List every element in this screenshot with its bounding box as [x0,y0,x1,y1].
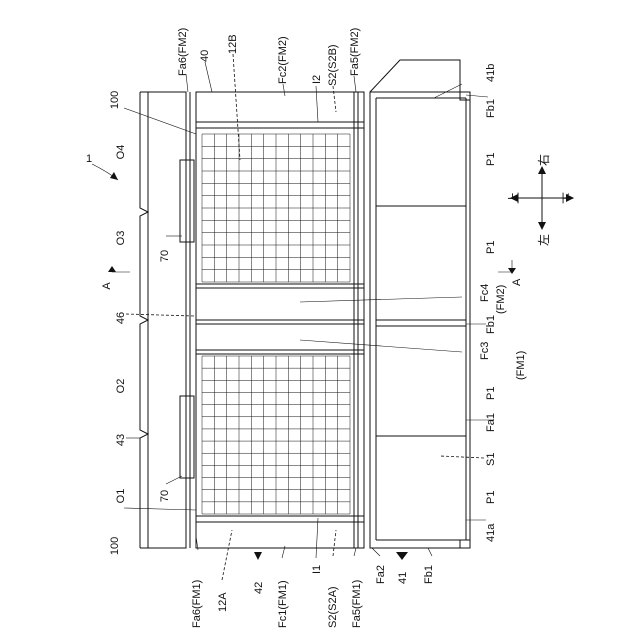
label-p1-a: P1 [485,153,497,166]
label-fa5-fm1: Fa5(FM1) [351,580,363,628]
label-12a: 12A [217,592,229,612]
label-42: 42 [253,582,265,594]
label-41a: 41a [485,523,497,542]
filter-grid-12a [202,356,350,514]
label-fb1-top: Fb1 [485,99,497,118]
label-o1: O1 [115,489,127,504]
label-fa5-fm2: Fa5(FM2) [349,28,361,76]
label-100-bottom: 100 [109,537,121,555]
label-100-top: 100 [109,91,121,109]
label-s2-s2a: S2(S2A) [327,586,339,628]
label-fc3: Fc3 [479,342,491,360]
label-fb1-bottom: Fb1 [423,565,435,584]
section-mark-right [498,260,516,274]
handle-top [180,160,194,242]
label-fm2: (FM2) [495,285,507,314]
label-12b: 12B [227,34,239,54]
label-fc1-fm1: Fc1(FM1) [277,580,289,628]
compass-left: 左 [536,234,551,246]
label-s2-s2b: S2(S2B) [327,44,339,86]
label-43: 43 [115,434,127,446]
label-a-right: A [511,278,523,286]
label-p1-b: P1 [485,241,497,254]
ref-1: 1 [86,153,92,165]
filter-grid-12b [202,134,350,282]
compass-right: 右 [536,154,551,166]
label-fa2: Fa2 [375,565,387,584]
label-fa1: Fa1 [485,413,497,432]
label-fa6-fm2: Fa6(FM2) [177,28,189,76]
label-fb1-mid: Fb1 [485,315,497,334]
filter-frame [196,92,370,548]
label-40: 40 [199,50,211,62]
label-41: 41 [397,572,409,584]
arrow-42-head [254,552,262,560]
arrow-41-head [396,552,408,560]
label-fm1: (FM1) [515,351,527,380]
label-o3: O3 [115,231,127,246]
label-46: 46 [115,312,127,324]
compass-down: 下 [561,192,575,204]
label-70-bottom: 70 [159,490,171,502]
label-s1: S1 [485,453,497,466]
label-fc4: Fc4 [479,284,491,302]
label-a-left: A [101,282,113,290]
label-o4: O4 [115,145,127,160]
label-70-top: 70 [159,250,171,262]
section-mark-left [108,266,130,272]
compass-up: 上 [507,192,521,204]
label-41b: 41b [485,64,497,82]
label-o2: O2 [115,379,127,394]
label-p1-c: P1 [485,387,497,400]
handle-bottom [180,396,194,478]
right-unit [370,60,470,548]
label-i2: I2 [311,75,323,84]
arrow-1-head [110,172,118,180]
label-fc2-fm2: Fc2(FM2) [277,36,289,84]
leader-lines [124,54,494,580]
label-p1-d: P1 [485,491,497,504]
label-i1: I1 [311,565,323,574]
label-fa6-fm1: Fa6(FM1) [191,580,203,628]
